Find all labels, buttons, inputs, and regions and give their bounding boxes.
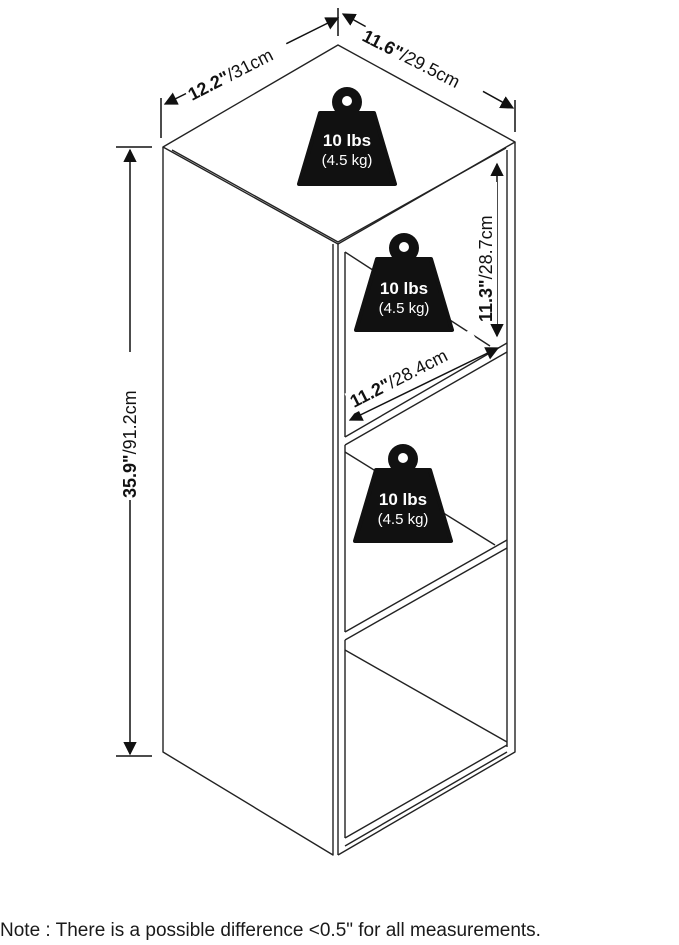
weight-label-kg: (4.5 kg) (322, 152, 373, 169)
weight-icon-bottom: 10 lbs (4.5 kg) (353, 444, 453, 543)
svg-text:11.6"/29.5cm: 11.6"/29.5cm (359, 26, 463, 92)
cube-height-imperial: 11.3" (476, 279, 496, 322)
svg-text:35.9"/91.2cm: 35.9"/91.2cm (120, 390, 140, 498)
weight-label-lbs: 10 lbs (380, 279, 428, 298)
depth-top-metric: /31cm (224, 45, 277, 85)
measurement-note: Note : There is a possible difference <0… (0, 920, 541, 941)
weight-label-lbs: 10 lbs (379, 490, 427, 509)
height-total-imperial: 35.9" (120, 454, 140, 498)
cube-height-metric: /28.7cm (476, 215, 496, 279)
bookcase-outline (162, 44, 516, 856)
weight-label-kg: (4.5 kg) (379, 300, 430, 317)
height-total-metric: /91.2cm (120, 390, 140, 454)
svg-text:11.3"/28.7cm: 11.3"/28.7cm (476, 215, 496, 322)
weight-icon-middle: 10 lbs (4.5 kg) (354, 233, 454, 332)
weight-label-kg: (4.5 kg) (378, 511, 429, 528)
weight-icon-top: 10 lbs (4.5 kg) (297, 87, 397, 186)
svg-text:12.2"/31cm: 12.2"/31cm (185, 45, 277, 105)
weight-label-lbs: 10 lbs (323, 131, 371, 150)
dimension-labels: 12.2"/31cm 11.6"/29.5cm 35.9"/91.2cm 11.… (119, 23, 497, 500)
